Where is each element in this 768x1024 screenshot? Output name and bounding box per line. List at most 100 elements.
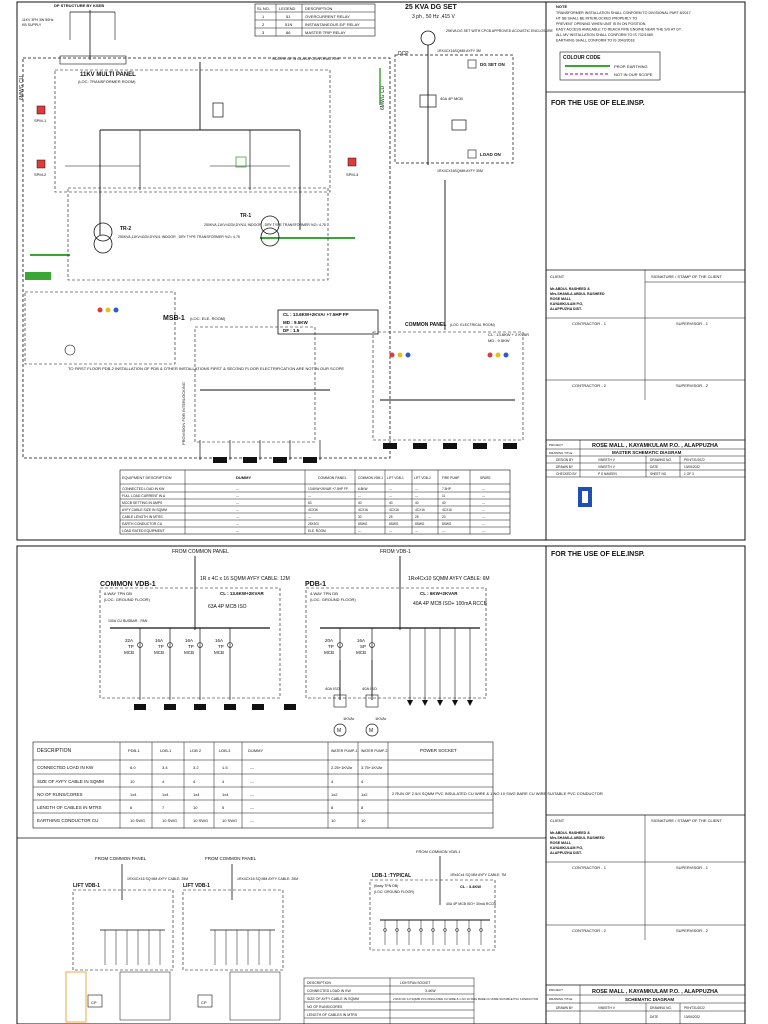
pdb-title: PDB-1 [305, 581, 326, 588]
eq-row-4-col-7: 4CX16 [442, 508, 452, 512]
ldb-tap-breaker-9 [479, 928, 483, 932]
ldb-tap-breaker-4 [419, 928, 423, 932]
vdb-mcb-3-type: TP [188, 644, 194, 649]
colour-code-title: COLOUR CODE [563, 55, 601, 61]
client-label: CLIENT [550, 274, 565, 279]
pdb-mcb-1-icon [337, 642, 343, 648]
sheet-no-label: SHEET NO [650, 472, 667, 476]
sheet2-signature-label: SIGNATURE / STAMP OF THE CLIENT [651, 818, 722, 823]
ldb-from: FROM COMMON VDB-1 [416, 849, 461, 854]
client-address: Mr.ABDUL RASHEED &Mrs.SHAMLA ABDUL RASHE… [550, 287, 605, 311]
pdb-mcb-2-device: MCB [356, 650, 366, 655]
note-line-1: TRANSFORMER INSTALLATION SHALL CONFORM T… [556, 11, 691, 15]
drawing-title: MASTER SCHEMATIC DIAGRAM [612, 450, 682, 455]
eq-row-5-col-6: 25 [415, 515, 419, 519]
drawing-no-label: DRAWING NO. [650, 458, 672, 462]
dist-row-2-col-5: 4 [222, 779, 225, 784]
lift-1-title: LIFT VDB-1 [73, 883, 100, 889]
vdb-title: COMMON VDB-1 [100, 581, 156, 588]
eq-row-1-col-3: 13.6KW+2KVAR +7.5HP FP [308, 487, 348, 491]
colour-code-earthing: PROP. EARTHING [614, 64, 648, 69]
eq-row-2-col-5: --- [389, 494, 392, 498]
pdb-cable: 1Rx4Cx10 SQMM AYFY CABLE: 6M [408, 576, 490, 582]
dg-mcb-label: 40A 4P MCB [440, 96, 463, 101]
supply-kseb-label: KB SUPPLY [22, 23, 42, 27]
eq-row-6-col-7: 8SWG [442, 522, 452, 526]
protection-row-1-desc: OVERCURRENT RELAY [305, 14, 350, 19]
dist-row-4-col-5: 5 [222, 805, 225, 810]
equipment-table: EQUIPMENT DESCRIPTION DUMMY COMMON PANEL… [119, 469, 511, 535]
first-floor-note: TO FIRST FLOOR PDB-2 INSTALLATION OF PDB… [68, 366, 344, 371]
eq-row-5-col-3: --- [308, 515, 311, 519]
notes-title: NOTE [556, 4, 567, 9]
eq-row-7-col-4: --- [358, 529, 361, 533]
eq-row-6-col-4: 8SWG [358, 522, 368, 526]
eq-row-3-col-2: --- [236, 501, 239, 505]
sheet2-contractor-1: CONTRACTOR - 1 [572, 865, 607, 870]
dist-row-3-col-6: --- [250, 792, 255, 797]
eq-row-4-col-8: --- [482, 508, 485, 512]
tr1-winding-b [260, 227, 280, 247]
dist-row-3-col-4: 1x4 [193, 792, 200, 797]
sheet2-project-label: PROJECT [549, 988, 563, 992]
eq-row-2-col-8: --- [482, 494, 485, 498]
dist-row-3-col-1: NO OF RUNS/CORES [37, 792, 83, 797]
dist-row-4-col-4: 10 [193, 805, 198, 810]
vdb-mcb-2-icon [167, 642, 173, 648]
scope-note: SCOPE OF A CLASS CONTRACTOR [272, 56, 340, 61]
eq-row-3-col-6: 40 [415, 501, 419, 505]
dist-row-2-col-2: 10 [130, 779, 135, 784]
sheet2-drawing-title: SCHEMATIC DIAGRAM [625, 997, 674, 1002]
multi-panel-title: 11KV MULTI PANEL [80, 72, 136, 78]
lift-1-cable: 1RX4CX16 SQ MM AYFY CABLE: 25M [127, 877, 188, 881]
load-summary-cl: CL : 13.6KW+2KVAr +7.5HP FP [283, 312, 349, 317]
eq-row-5-col-7: 20 [442, 515, 446, 519]
tr1-winding-a [260, 215, 280, 235]
contractor-1-label: CONTRACTOR - 1 [572, 321, 607, 326]
vdb-mcb-3-icon [197, 642, 203, 648]
load-summary-md: MD : 9.5KW [283, 320, 309, 325]
pump-2-capacitor: 1KVAr [375, 716, 387, 721]
ldb-socket-row-1: CONNECTED LOAD IN KW [307, 989, 351, 993]
dist-row-1-col-5: 1.5 [222, 765, 228, 770]
eq-row-4-col-3: 4CX16 [308, 508, 318, 512]
eq-row-1-col-8: --- [482, 487, 485, 491]
multi-panel-location: (LOC: TRANSFORMER ROOM) [78, 79, 136, 84]
dist-header-desc: DESCRIPTION [37, 748, 72, 754]
ldb-tap-breaker-2 [395, 928, 399, 932]
dist-row-3-col-8: 1x2 [361, 792, 368, 797]
pump-1-capacitor: 1KVAr [343, 716, 355, 721]
load-summary-box [277, 309, 379, 335]
lift-2-from: FROM COMMON PANEL [205, 856, 257, 861]
socket-circuit-end-4 [452, 700, 458, 706]
vdb-mcb-1-device: MCB [124, 650, 134, 655]
dist-row-4-col-7: 8 [331, 805, 334, 810]
client-line-3: ROSE MALL [550, 297, 572, 301]
dist-socket-note: 2 RUN OF 2.5/4 SQMM PVC INSULATED CU WIR… [392, 791, 603, 796]
multi-panel-boundary [54, 69, 331, 193]
scope-boundary [22, 57, 391, 459]
load-summary-df: DF : 1.5 [283, 328, 300, 333]
protection-row-1-sl: 1 [262, 14, 265, 19]
eq-header-lift1: LIFT VDB-1 [387, 476, 404, 480]
eq-row-6-col-6: 8SWG [415, 522, 425, 526]
dist-row-2-col-3: 4 [162, 779, 165, 784]
ldb-mcb: 40A 4P MCB ISO+ 30mA RCCB [446, 902, 496, 906]
load-on-label: LOAD ON [480, 152, 501, 157]
client-line-2: Mrs.SHAMLA ABDUL RASHEED [550, 292, 605, 296]
ldb-socket-head: LIGHT/FAN SOCKET [400, 981, 431, 985]
protection-row-1-legend: 51 [286, 14, 291, 19]
drawing-no: PKH/731/2022 [684, 458, 705, 462]
vdb-mcb-1-icon [137, 642, 143, 648]
spm-1-icon [36, 105, 46, 115]
earth-label-2: 6MWG CU [380, 85, 386, 110]
ldb-tap-breaker-5 [431, 928, 435, 932]
eq-row-3-col-3: 63 [308, 501, 312, 505]
drawer-name: VINEETH V [598, 465, 616, 469]
dist-row-2-col-8: 4 [361, 779, 364, 784]
client-line-1: Mr.ABDUL RASHEED & [550, 287, 590, 291]
pump-1-isolator: 40A ISO [325, 686, 340, 691]
eq-row-7-col-3: ELE. ROOM [308, 529, 326, 533]
eq-row-7-col-6: --- [415, 529, 418, 533]
